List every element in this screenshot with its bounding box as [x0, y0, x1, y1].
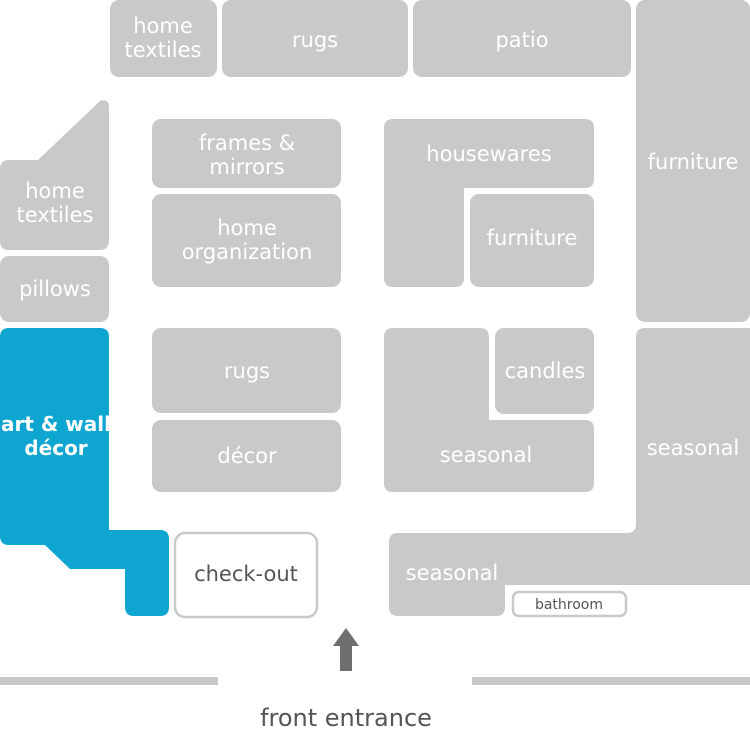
bathroom[interactable]: bathroom — [511, 590, 628, 618]
dept-decor-label: décor — [217, 444, 277, 468]
dept-candles[interactable]: candles — [495, 328, 594, 414]
dept-rugs-center[interactable]: rugs — [152, 328, 341, 413]
dept-decor[interactable]: décor — [152, 420, 341, 492]
dept-seasonal-right-label: seasonal — [647, 436, 740, 460]
dept-art-wall-decor-line2: décor — [24, 436, 87, 460]
dept-rugs-top-label: rugs — [292, 28, 338, 52]
checkout-label: check-out — [194, 562, 298, 586]
dept-patio[interactable]: patio — [413, 0, 631, 77]
dept-housewares-label: housewares — [426, 142, 551, 166]
dept-art-wall-decor-line1: art & wall — [1, 412, 111, 436]
dept-seasonal-bottom[interactable]: seasonal — [389, 533, 520, 616]
dept-home-organization-line2: organization — [182, 240, 313, 264]
dept-rugs-top[interactable]: rugs — [222, 0, 408, 77]
dept-home-textiles-left-line2: textiles — [17, 203, 94, 227]
dept-frames-mirrors-line1: frames & — [199, 131, 295, 155]
dept-patio-label: patio — [495, 28, 548, 52]
dept-furniture-right[interactable]: furniture — [636, 0, 750, 322]
dept-candles-label: candles — [505, 359, 586, 383]
dept-frames-mirrors[interactable]: frames &mirrors — [152, 119, 341, 188]
dept-furniture-right-label: furniture — [648, 150, 739, 174]
svg-text:frames &mirrors: frames &mirrors — [199, 131, 295, 179]
dept-furniture-center[interactable]: furniture — [470, 194, 594, 287]
dept-pillows[interactable]: pillows — [0, 256, 109, 322]
dept-frames-mirrors-line2: mirrors — [209, 155, 284, 179]
front-entrance-label: front entrance — [260, 704, 432, 732]
dept-seasonal-center[interactable]: seasonal — [384, 328, 594, 492]
front-wall-left — [0, 677, 218, 685]
front-wall-right — [472, 677, 750, 685]
dept-seasonal-center-label: seasonal — [440, 443, 533, 467]
dept-home-textiles-top-line1: home — [133, 14, 193, 38]
dept-seasonal-bottom-label: seasonal — [406, 561, 499, 585]
dept-home-textiles-top-line2: textiles — [125, 38, 202, 62]
dept-home-organization-line1: home — [217, 216, 277, 240]
dept-seasonal-right[interactable]: seasonal — [519, 328, 750, 585]
up-arrow-icon — [333, 628, 359, 671]
dept-home-textiles-left-line1: home — [25, 179, 85, 203]
dept-pillows-label: pillows — [19, 277, 91, 301]
dept-rugs-center-label: rugs — [224, 359, 270, 383]
dept-furniture-center-label: furniture — [487, 226, 578, 250]
dept-housewares[interactable]: housewares — [384, 119, 594, 287]
checkout[interactable]: check-out — [173, 531, 319, 619]
bathroom-label: bathroom — [535, 597, 603, 613]
